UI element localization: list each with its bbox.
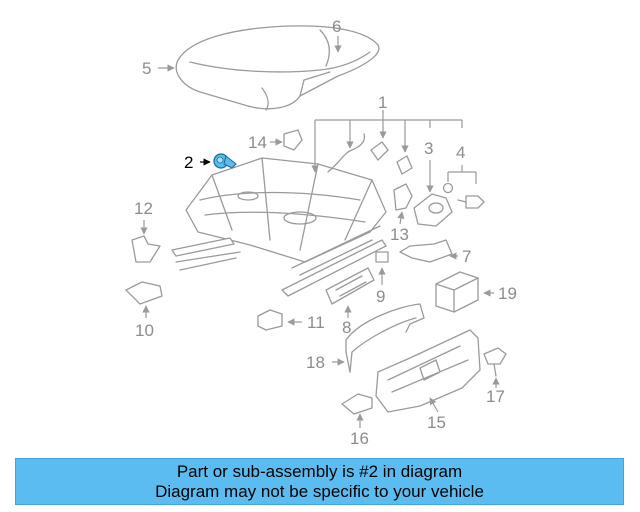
callout-16: 16 [350,429,369,448]
cover-part-16 [341,393,373,428]
callout-3: 3 [424,139,433,158]
callout-15: 15 [427,413,446,432]
callout-17: 17 [486,387,505,406]
bolt-parts [442,165,485,209]
callout-4: 4 [456,143,465,162]
callout-1: 1 [378,93,387,112]
callout-5: 5 [142,59,151,78]
clip-part-17 [483,347,507,388]
highlighted-part-2 [200,153,237,169]
trim-part-7 [399,239,458,263]
callout-8: 8 [342,318,351,337]
recliner-motor [413,160,453,227]
wire-frame-part-18 [332,303,425,373]
callout-13: 13 [390,225,409,244]
callout-19: 19 [498,284,517,303]
side-panel-part-8 [325,267,375,318]
cable-part [327,133,366,173]
bracket-part-13 [393,183,413,225]
callout-1-leader-tree [311,110,463,173]
parts-diagram: 1 2 3 4 5 6 7 8 9 10 11 12 13 14 15 16 1… [125,17,517,448]
callout-9: 9 [376,287,385,306]
clip-part [370,141,389,161]
caption-line-disclaimer: Diagram may not be specific to your vehi… [155,481,484,501]
connector-part-11 [257,309,302,331]
callout-11: 11 [307,313,325,332]
seat-cushion-pad [175,25,380,111]
switch-part-9 [375,251,389,285]
callout-18: 18 [306,353,325,372]
outer-trim-panel-15 [375,329,481,413]
callout-6: 6 [332,17,341,36]
caption-line-part: Part or sub-assembly is #2 in diagram [176,461,463,481]
callout-12: 12 [134,199,153,218]
connector-part-14 [270,129,303,151]
cover-part-10 [125,281,163,318]
control-module-19 [435,271,494,313]
callout-7: 7 [462,247,471,266]
latch-part [396,155,413,175]
info-banner: Part or sub-assembly is #2 in diagram Di… [15,458,624,505]
callout-2: 2 [184,153,193,172]
callout-10: 10 [135,321,154,340]
callout-14: 14 [248,133,267,152]
bracket-part-12 [131,220,161,263]
seat-frame-assembly [171,157,387,297]
